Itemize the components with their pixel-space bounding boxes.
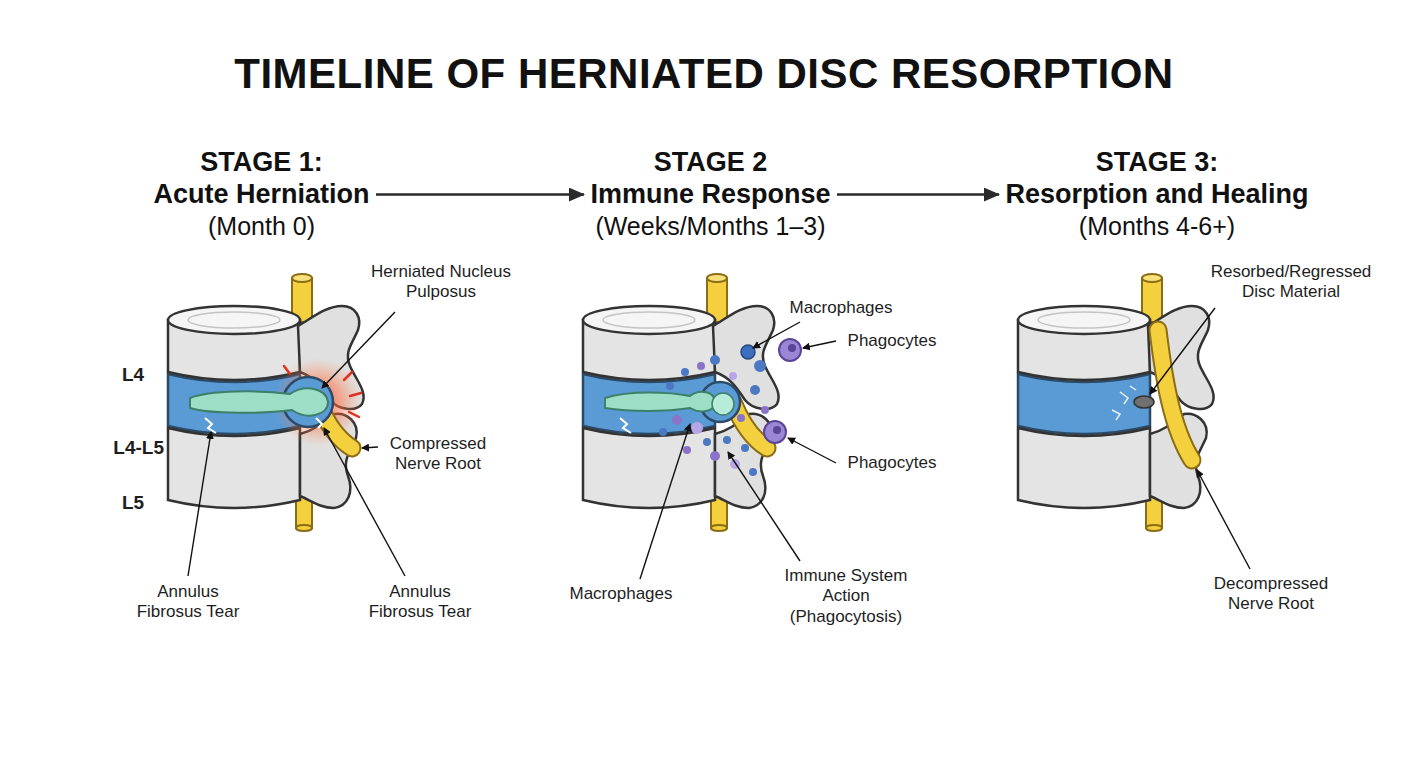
annulus-tear (205, 418, 216, 433)
stage-title: Acute Herniation (153, 178, 370, 210)
leader-line (753, 322, 800, 348)
callout-label: Resorbed/Regressed Disc Material (1200, 262, 1382, 303)
stage-heading: STAGE 2Immune Response(Weeks/Months 1–3) (584, 146, 837, 241)
vertebra-segment (583, 274, 779, 531)
phagocyte-cell (764, 421, 786, 443)
stage-title: Resorption and Healing (1005, 178, 1309, 210)
callout-label: Immune System Action (Phagocytosis) (770, 566, 922, 627)
stage-timeframe: (Month 0) (153, 211, 370, 241)
callout-label: Annulus Fibrosus Tear (128, 582, 248, 623)
leader-line (1150, 308, 1215, 394)
diagram-title: TIMELINE OF HERNIATED DISC RESORPTION (0, 50, 1408, 98)
nerve-root (1158, 330, 1192, 460)
callout-label: Annulus Fibrosus Tear (360, 582, 480, 623)
stage-2-illustration (583, 274, 801, 531)
callout-label: Macrophages (785, 298, 897, 318)
annulus-tear (620, 418, 631, 433)
leader-line (803, 341, 836, 348)
macrophage-cell (741, 345, 755, 359)
nerve-root-outline (1158, 330, 1192, 460)
healed-cracks (1112, 386, 1136, 420)
leader-line (728, 452, 800, 561)
leader-line (1197, 470, 1250, 569)
leader-line (788, 438, 836, 463)
stage-title: STAGE 2 (590, 146, 831, 178)
cell-nucleus (773, 426, 781, 434)
callout-label: Phagocytes (840, 331, 944, 351)
callout-label: Compressed Nerve Root (382, 434, 494, 475)
stage-title: Immune Response (590, 178, 831, 210)
stage-timeframe: (Months 4-6+) (1005, 211, 1309, 241)
level-label: L4 (122, 364, 162, 387)
timeline-arrow (376, 193, 584, 196)
vertebra-segment (168, 274, 364, 531)
timeline-arrow (837, 193, 999, 196)
nucleus-pulposus (605, 392, 715, 412)
leader-line (188, 432, 211, 576)
level-label: L5 (122, 492, 162, 515)
callout-label: Phagocytes (840, 453, 944, 473)
stage-3-illustration (1018, 274, 1214, 531)
leader-line (322, 312, 395, 388)
stage-title: STAGE 1: (153, 146, 370, 178)
vertebra-segment (1018, 274, 1214, 531)
cell-nucleus (788, 344, 796, 352)
callout-label: Decompressed Nerve Root (1205, 574, 1337, 615)
resorbed-disc-material (1134, 396, 1154, 408)
phagocyte-cell (779, 339, 801, 361)
stage-timeframe: (Weeks/Months 1–3) (590, 211, 831, 241)
stage-heading: STAGE 3:Resorption and Healing(Months 4-… (999, 146, 1315, 241)
callout-label: Macrophages (560, 584, 682, 604)
annulus-tear (316, 418, 322, 428)
stage-1-illustration (168, 274, 364, 531)
pain-marks (284, 366, 361, 417)
level-label: L4-L5 (100, 437, 164, 460)
immune-particles (659, 355, 769, 476)
stage-title: STAGE 3: (1005, 146, 1309, 178)
nucleus-fragment (712, 393, 734, 415)
nucleus-pulposus (190, 388, 328, 415)
leader-line (362, 447, 378, 448)
leader-line (640, 424, 690, 579)
callout-label: Herniated Nucleus Pulposus (361, 262, 521, 303)
stage-heading: STAGE 1:Acute Herniation(Month 0) (147, 146, 376, 241)
